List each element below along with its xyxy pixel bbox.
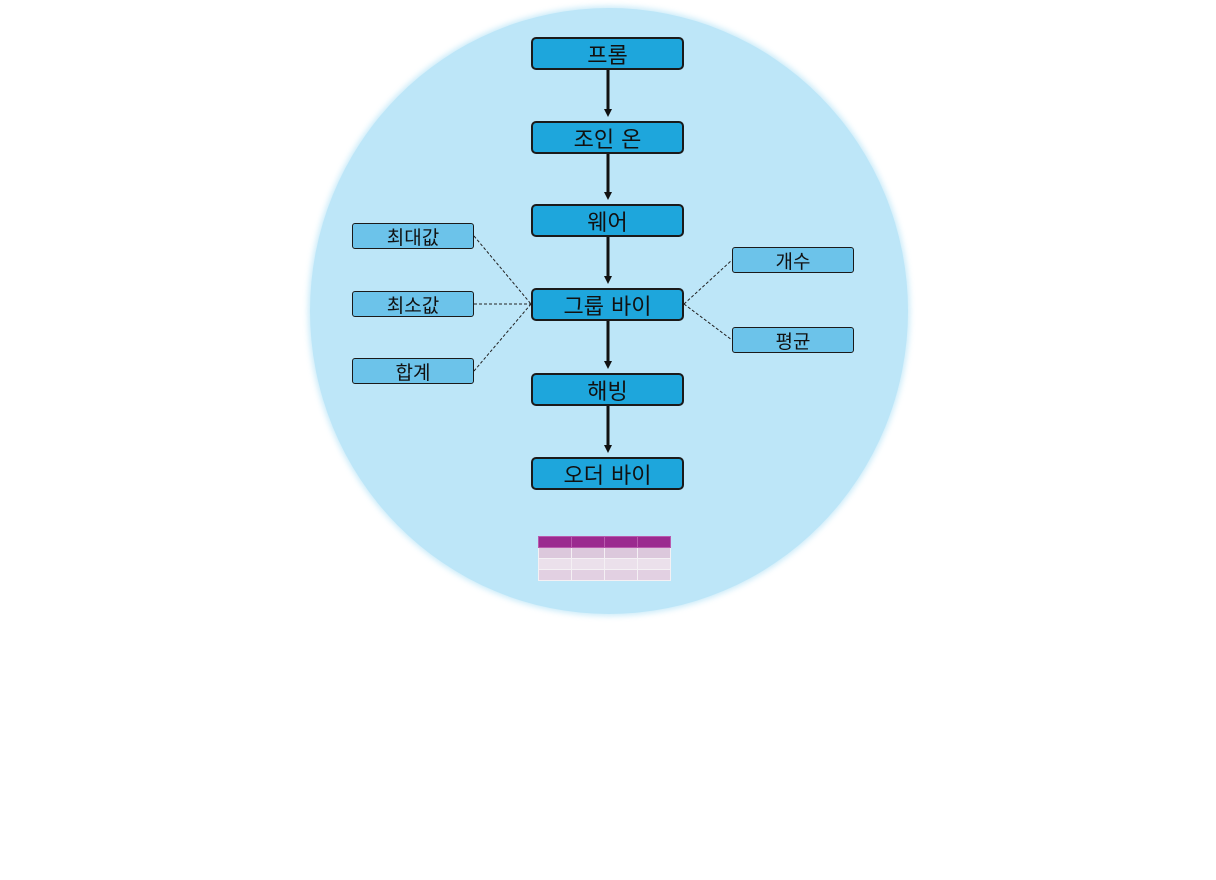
aggregate-min: 최소값 xyxy=(352,291,474,317)
result-table-row xyxy=(538,569,671,581)
node-where: 웨어 xyxy=(531,204,684,237)
result-table-row xyxy=(538,558,671,570)
node-from: 프롬 xyxy=(531,37,684,70)
node-group-by: 그룹 바이 xyxy=(531,288,684,321)
result-table-row xyxy=(538,547,671,559)
node-order-by: 오더 바이 xyxy=(531,457,684,490)
result-table-header-row xyxy=(538,536,671,548)
aggregate-sum: 합계 xyxy=(352,358,474,384)
connector-sum xyxy=(473,303,532,372)
aggregate-count: 개수 xyxy=(732,247,854,273)
node-join-on: 조인 온 xyxy=(531,121,684,154)
aggregate-avg: 평균 xyxy=(732,327,854,353)
aggregate-max: 최대값 xyxy=(352,223,474,249)
connector-avg xyxy=(683,303,733,341)
result-table-icon xyxy=(538,536,671,581)
connector-max xyxy=(473,235,532,305)
connector-count xyxy=(683,259,733,305)
node-having: 해빙 xyxy=(531,373,684,406)
aggregate-connectors xyxy=(473,235,733,372)
